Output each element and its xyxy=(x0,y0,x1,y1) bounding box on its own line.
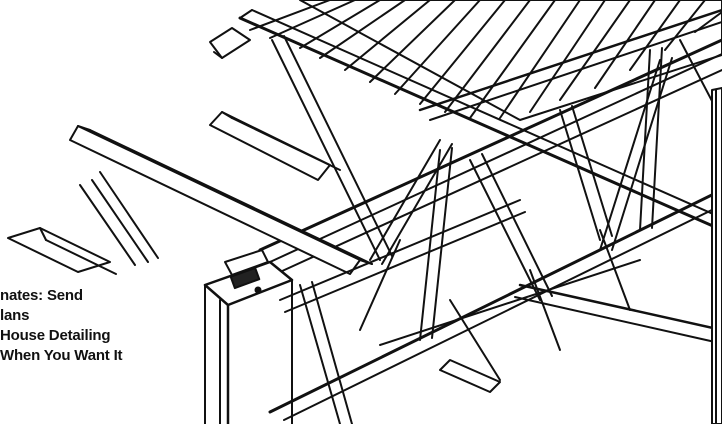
caption-line-4: When You Want It xyxy=(0,347,123,364)
caption-line-1: nates: Send xyxy=(0,287,83,304)
upper-truss-chord xyxy=(258,38,722,273)
loose-angle-members xyxy=(7,27,373,275)
lower-truss-chord xyxy=(268,188,722,421)
edge-beam xyxy=(711,87,722,424)
caption-line-2: lans xyxy=(0,307,30,324)
caption-line-3: House Detailing xyxy=(0,327,111,344)
ad-caption: nates: Send lans House Detailing When Yo… xyxy=(0,286,190,366)
bridging-members xyxy=(279,8,722,393)
roof-deck xyxy=(249,0,722,121)
steel-column xyxy=(203,249,294,424)
